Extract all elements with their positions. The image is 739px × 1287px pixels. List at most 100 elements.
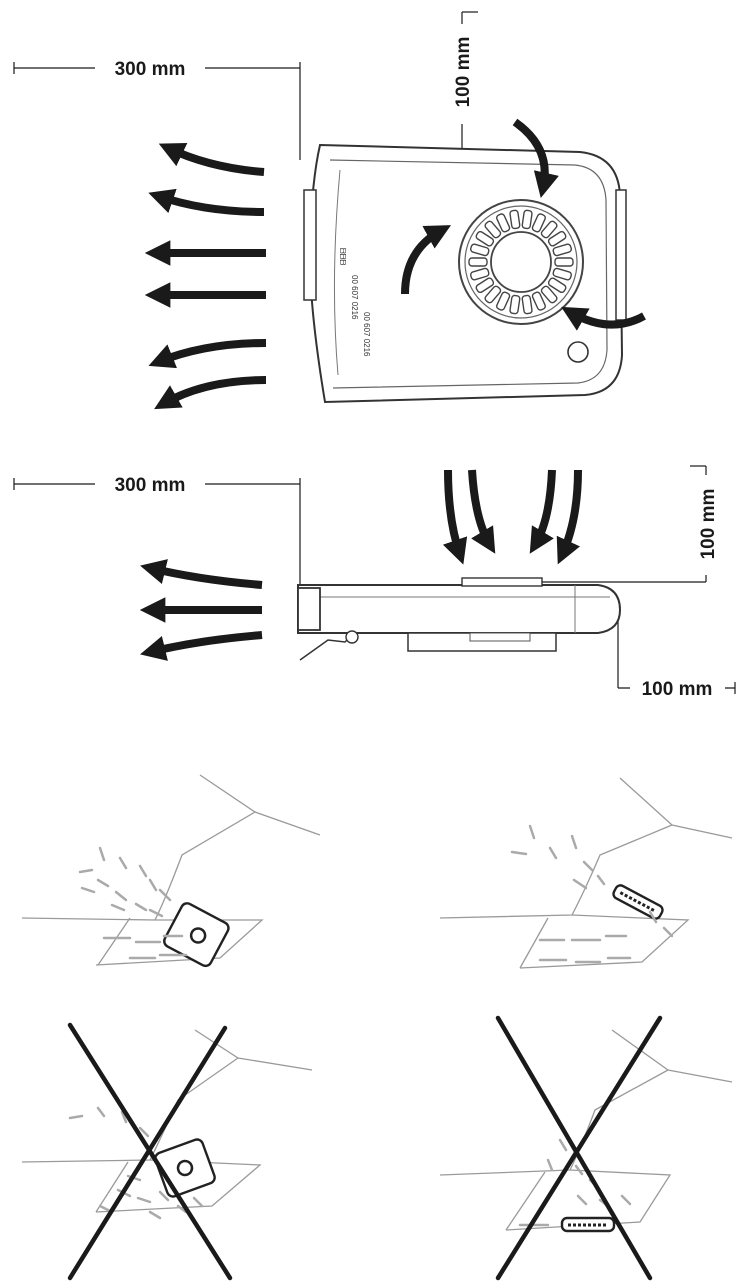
- airflow-dash: [548, 846, 558, 860]
- airflow-arrow-icon: [556, 469, 582, 565]
- airflow-dash: [118, 856, 128, 870]
- fan-slot: [531, 213, 546, 233]
- top-view-exhaust-arrows: [144, 143, 267, 410]
- device-side-view: [297, 577, 622, 661]
- airflow-dash: [148, 908, 164, 918]
- fan-slot: [484, 220, 502, 239]
- airflow-arrow-icon: [154, 376, 267, 410]
- airflow-arrow-icon: [468, 469, 496, 554]
- fan-slot: [470, 243, 490, 257]
- mounted-device: [612, 884, 664, 920]
- airflow-dash: [648, 910, 658, 924]
- airflow-dash: [138, 1126, 150, 1138]
- fan-slot: [554, 257, 574, 267]
- airflow-arrow-icon: [401, 225, 452, 295]
- airflow-dash: [78, 868, 94, 874]
- fan-slot: [547, 277, 567, 294]
- side-view-front-clearance-label: 100 mm: [642, 679, 713, 700]
- install-example-correct-1: [21, 774, 321, 968]
- airflow-dash: [68, 1114, 84, 1120]
- fan-slot: [509, 294, 521, 315]
- side-view-top-clearance-label: 100 mm: [698, 489, 719, 560]
- airflow-arrow-icon: [140, 559, 263, 589]
- fan-slot: [521, 294, 533, 315]
- airflow-dash: [158, 1190, 170, 1202]
- airflow-dash: [596, 874, 606, 886]
- top-view-side-clearance-label: 300 mm: [115, 59, 186, 80]
- airflow-dash: [148, 878, 158, 892]
- fan-slot: [540, 285, 558, 304]
- airflow-arrow-icon: [442, 469, 468, 565]
- fan-slot: [496, 213, 511, 233]
- airflow-arrow-icon: [148, 188, 265, 216]
- airflow-dash: [80, 886, 96, 894]
- fan-slot: [552, 267, 572, 281]
- top-view-side-dimension: 300 mm: [13, 55, 301, 160]
- side-view: 300 mm 100 mm 100 mm: [13, 465, 736, 701]
- airflow-dash: [148, 1210, 162, 1220]
- fan-slot: [521, 209, 533, 230]
- fan-grille-icon: [458, 199, 584, 325]
- airflow-arrow-icon: [140, 631, 263, 661]
- fan-slot: [552, 243, 572, 257]
- airflow-dash: [176, 1204, 188, 1214]
- airflow-dash: [96, 878, 110, 888]
- fan-slot: [509, 209, 521, 230]
- fan-slot: [547, 230, 567, 247]
- device-top-view: ᗷᗷᗷ 00 607 0216 00 607 0216: [303, 143, 627, 404]
- fan-slot: [496, 291, 511, 311]
- device-label-line2: 00 607 0216: [350, 275, 359, 320]
- fan-slot: [484, 285, 502, 304]
- wrong-mark-icon: [495, 1015, 663, 1281]
- airflow-dash: [110, 903, 126, 912]
- airflow-dash: [662, 926, 674, 938]
- top-view-top-dimension: 100 mm: [450, 11, 478, 148]
- airflow-dash: [576, 1194, 588, 1206]
- side-view-exhaust-arrows: [139, 559, 263, 661]
- airflow-arrow-icon: [512, 118, 559, 198]
- airflow-dash: [570, 834, 578, 850]
- airflow-arrow-icon: [561, 306, 646, 331]
- fan-slot: [475, 230, 495, 247]
- device-label: ᗷᗷᗷ 00 607 0216 00 607 0216: [338, 248, 371, 357]
- device-label-line1: ᗷᗷᗷ: [338, 248, 347, 266]
- install-example-wrong-2: [439, 1015, 733, 1281]
- top-view-top-clearance-label: 100 mm: [453, 37, 474, 108]
- airflow-dash: [120, 1110, 128, 1124]
- fan-slot: [468, 257, 488, 267]
- airflow-dash: [134, 902, 148, 912]
- side-view-front-dimension: 100 mm: [617, 620, 736, 701]
- airflow-arrow-icon: [158, 143, 265, 176]
- airflow-dash: [96, 1106, 106, 1118]
- fan-slot: [475, 277, 495, 294]
- fan-slot: [531, 291, 546, 311]
- airflow-dash: [528, 824, 536, 840]
- top-view-intake-arrows: [401, 118, 646, 331]
- airflow-dash: [114, 890, 128, 902]
- airflow-dash: [138, 864, 148, 878]
- fan-slot: [540, 220, 558, 239]
- side-view-side-clearance-label: 300 mm: [115, 475, 186, 496]
- fan-slot: [470, 267, 490, 281]
- airflow-arrow-icon: [529, 469, 556, 554]
- knob-icon: [567, 341, 589, 363]
- top-view: 300 mm 100 mm ᗷᗷᗷ 00 607 0216 00 607 021…: [13, 11, 646, 410]
- device-label-line3: 00 607 0216: [362, 312, 371, 357]
- wrong-mark-icon: [67, 1022, 233, 1281]
- airflow-dash: [582, 860, 594, 872]
- airflow-dash: [546, 1158, 554, 1172]
- airflow-dash: [574, 1164, 584, 1176]
- airflow-dash: [136, 1196, 152, 1204]
- airflow-dash: [192, 1196, 204, 1208]
- airflow-dash: [558, 1138, 568, 1152]
- airflow-arrow-icon: [148, 339, 267, 369]
- airflow-dash: [158, 888, 172, 902]
- side-view-top-dimension: 100 mm: [470, 465, 719, 583]
- side-view-side-dimension: 300 mm: [13, 471, 301, 590]
- airflow-dash: [98, 846, 106, 862]
- mounted-device: [560, 1216, 616, 1233]
- install-example-wrong-1: [21, 1022, 313, 1281]
- airflow-dash: [620, 1194, 632, 1206]
